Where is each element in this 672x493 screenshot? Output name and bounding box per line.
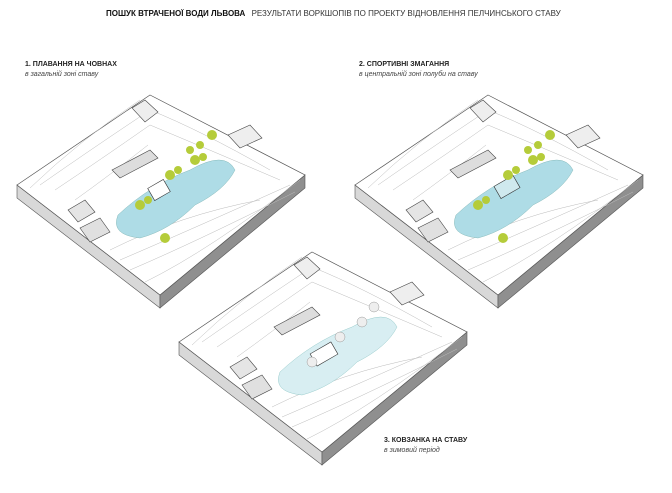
caption-title: 1. ПЛАВАННЯ НА ЧОВНАХ [25,61,117,68]
diagram-sports [354,94,644,309]
caption-title: 2. СПОРТИВНІ ЗМАГАННЯ [359,61,450,68]
caption-subtitle: в центральній зоні полуби на ставу [359,71,478,78]
caption-scenario-1: 1. ПЛАВАННЯ НА ЧОВНАХ в загальній зоні с… [25,60,117,80]
caption-subtitle: в зимовий період [384,447,440,454]
header: ПОШУК ВТРАЧЕНОЇ ВОДИ ЛЬВОВА РЕЗУЛЬТАТИ В… [106,9,561,18]
header-subtitle: РЕЗУЛЬТАТИ ВОРКШОПІВ ПО ПРОЕКТУ ВІДНОВЛЕ… [251,9,561,18]
diagram-boating [16,94,306,309]
caption-subtitle: в загальній зоні ставу [25,71,99,78]
diagram-skating [178,251,468,466]
header-title: ПОШУК ВТРАЧЕНОЇ ВОДИ ЛЬВОВА [106,9,246,18]
frozen-pond [278,316,398,396]
caption-scenario-2: 2. СПОРТИВНІ ЗМАГАННЯ в центральній зоні… [359,60,478,80]
caption-scenario-3: 3. КОВЗАНКА НА СТАВУ в зимовий період [384,436,467,456]
caption-title: 3. КОВЗАНКА НА СТАВУ [384,437,468,444]
